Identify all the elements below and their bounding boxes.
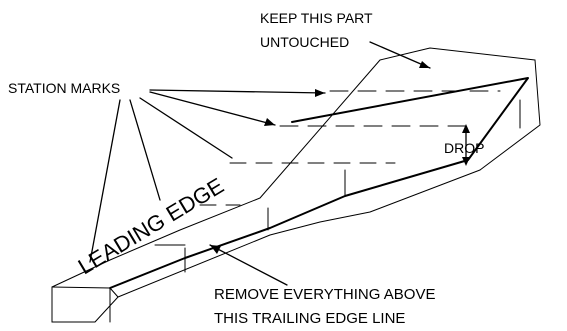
blade-tip-face bbox=[51, 286, 119, 298]
station-leader-4 bbox=[129, 99, 161, 201]
remove-label-line1: REMOVE EVERYTHING ABOVE bbox=[214, 286, 435, 303]
remove-leader bbox=[209, 244, 288, 286]
remove-label-line2: THIS TRAILING EDGE LINE bbox=[214, 310, 405, 327]
station-leader-3 bbox=[89, 99, 121, 263]
keep-leader bbox=[369, 41, 431, 69]
section-ticks bbox=[184, 99, 521, 273]
keep-label-line1: KEEP THIS PART bbox=[260, 10, 373, 26]
station-leader-1 bbox=[149, 89, 326, 94]
station-leader-5 bbox=[139, 97, 233, 159]
station-marks-label: STATION MARKS bbox=[8, 80, 120, 96]
arrowhead-keep bbox=[419, 61, 430, 68]
trailing-edge-line bbox=[109, 77, 529, 289]
leaders bbox=[89, 41, 467, 286]
blade-outline bbox=[51, 47, 541, 323]
station-marks bbox=[154, 90, 501, 246]
arrowheads bbox=[210, 61, 470, 254]
blade-right-side bbox=[479, 59, 541, 171]
blade-bottom-edge bbox=[51, 169, 481, 323]
arrowhead-remove bbox=[210, 245, 221, 254]
arrowhead-drop-down bbox=[462, 157, 470, 166]
arrowhead-drop-up bbox=[462, 124, 470, 133]
blade-top-edge bbox=[51, 47, 536, 288]
arrowhead-station-2 bbox=[264, 118, 275, 126]
arrowhead-station-1 bbox=[315, 89, 325, 97]
drop-label: DROP bbox=[444, 140, 484, 156]
station-leader-2 bbox=[149, 91, 276, 126]
keep-label-line2: UNTOUCHED bbox=[260, 34, 349, 50]
